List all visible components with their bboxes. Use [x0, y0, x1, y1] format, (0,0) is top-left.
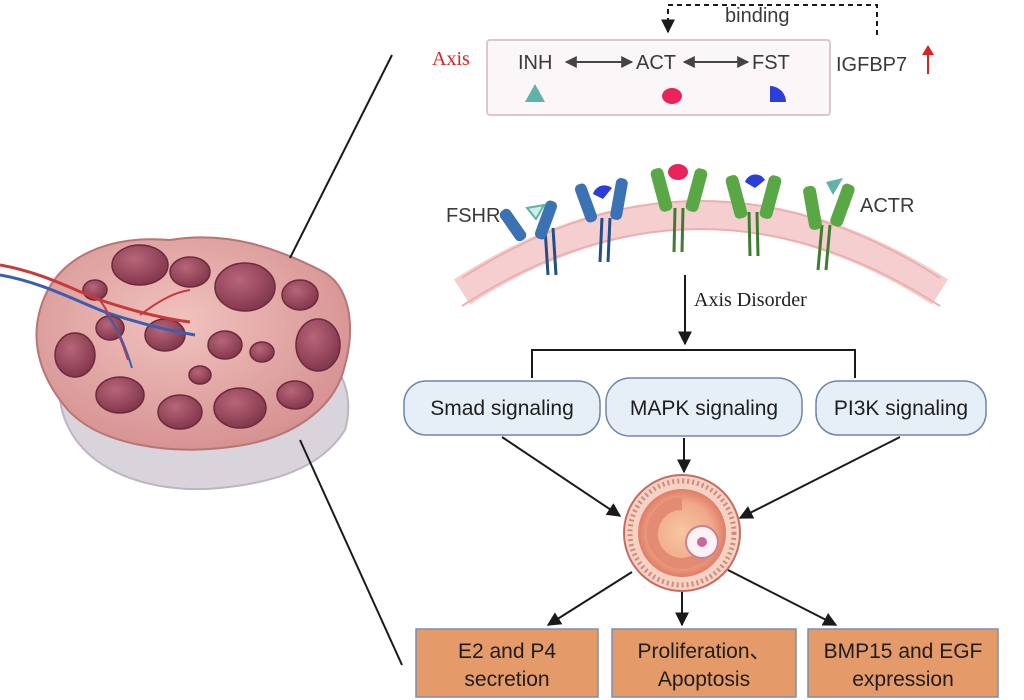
actr-receptor-1 — [650, 164, 708, 253]
inh-ligand-icon — [525, 84, 545, 102]
fst-ligand-icon — [770, 86, 786, 102]
fshr-label: FSHR — [446, 205, 500, 227]
up-arrow-icon — [922, 45, 934, 74]
actr-receptor-2 — [725, 174, 782, 257]
actr-receptor-3 — [803, 178, 855, 271]
actr-label: ACTR — [860, 195, 914, 217]
outcome-secretion-line2: secretion — [464, 668, 549, 691]
outcome-proliferation: Proliferation、 Apoptosis — [611, 628, 797, 698]
outcome-proliferation-line2: Apoptosis — [658, 668, 750, 691]
oocyte-to-expression-arrow — [727, 569, 838, 626]
ovary-illustration — [0, 236, 351, 491]
cell-membrane — [453, 200, 949, 307]
outcome-expression-line2: expression — [852, 668, 954, 691]
outcome-proliferation-line1: Proliferation、 — [637, 640, 770, 663]
fshr-receptor-2 — [574, 178, 628, 263]
binding-label: binding — [725, 5, 790, 27]
pathway-mapk: MAPK signaling — [605, 377, 803, 437]
axis-box: Axis INH ACT FST — [432, 39, 831, 116]
outcome-expression-line1: BMP15 and EGF — [824, 640, 983, 663]
outcome-expression: BMP15 and EGF expression — [807, 628, 999, 698]
pathway-smad: Smad signaling — [403, 380, 601, 436]
act-ligand-icon — [662, 88, 682, 104]
act-label: ACT — [636, 52, 676, 74]
pathway-smad-label: Smad signaling — [430, 397, 574, 420]
axis-disorder-label: Axis Disorder — [694, 289, 807, 311]
zoom-line-bottom — [299, 439, 403, 666]
axis-label: Axis — [432, 48, 470, 70]
pathway-mapk-label: MAPK signaling — [630, 397, 778, 420]
fshr-receptor-1 — [499, 200, 558, 276]
smad-to-oocyte-arrow — [501, 436, 622, 517]
fst-label: FST — [752, 52, 790, 74]
pathway-pi3k-label: PI3K signaling — [834, 397, 968, 420]
pi3k-to-oocyte-arrow — [738, 436, 901, 519]
igfbp7-label: IGFBP7 — [836, 54, 907, 76]
outcome-secretion-line1: E2 and P4 — [458, 640, 556, 663]
pathway-bracket — [531, 349, 856, 378]
outcome-secretion: E2 and P4 secretion — [415, 628, 599, 698]
zoom-line-top — [289, 54, 393, 259]
oocyte-to-secretion-arrow — [546, 571, 633, 626]
pathway-pi3k: PI3K signaling — [815, 380, 987, 436]
binding-connector — [661, 4, 878, 35]
oocyte-follicle-icon — [623, 474, 741, 592]
inh-label: INH — [518, 52, 552, 74]
